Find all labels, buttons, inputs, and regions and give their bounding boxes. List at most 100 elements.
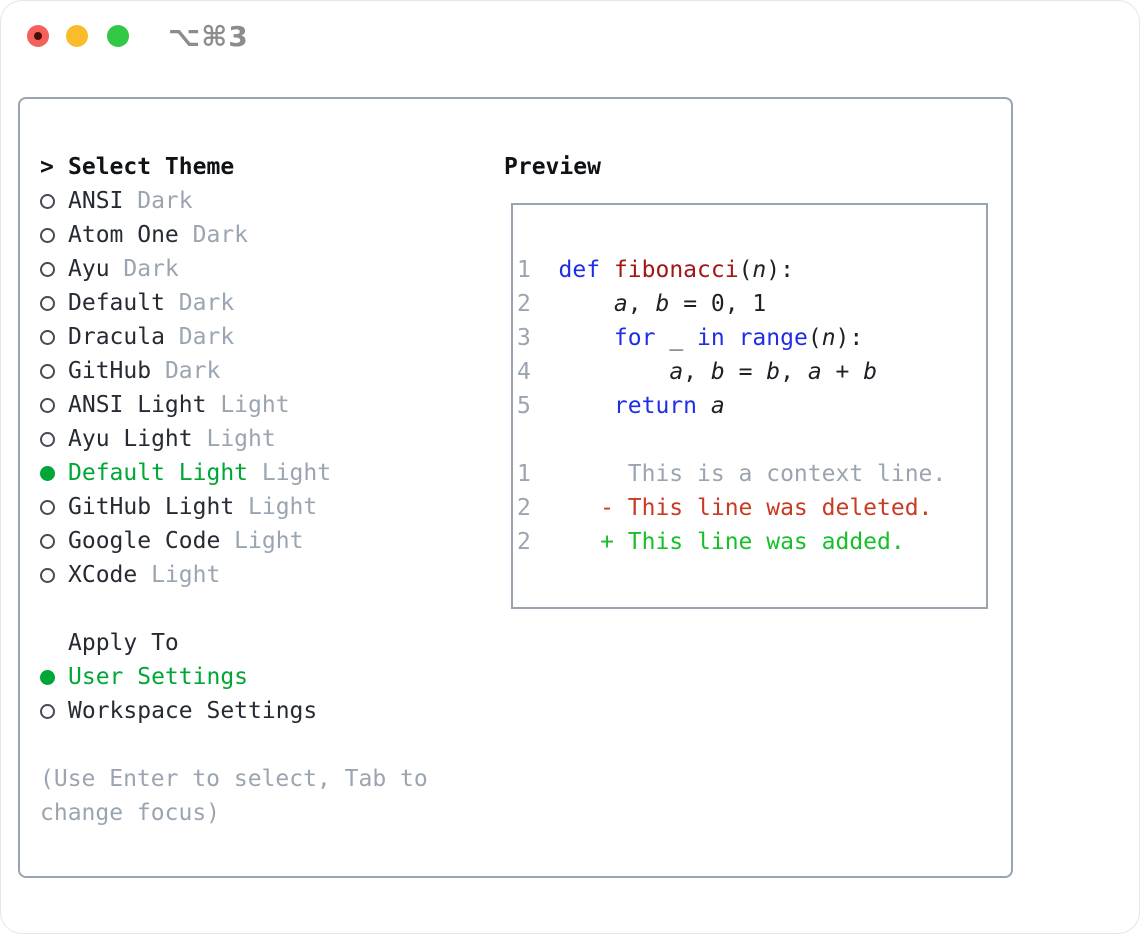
code-segment-var: a bbox=[669, 359, 684, 385]
option-tag: Dark bbox=[178, 222, 249, 248]
radio-icon bbox=[40, 193, 68, 209]
prompt-icon: > bbox=[40, 154, 54, 180]
radio-icon bbox=[40, 397, 68, 413]
theme-option-default[interactable]: Default Dark bbox=[40, 286, 480, 320]
theme-option-ayu-light[interactable]: Ayu Light Light bbox=[40, 422, 480, 456]
theme-option-default-light[interactable]: Default Light Light bbox=[40, 456, 480, 490]
radio-icon bbox=[40, 431, 68, 447]
option-label: User Settings bbox=[68, 664, 249, 690]
theme-option-ayu[interactable]: Ayu Dark bbox=[40, 252, 480, 286]
code-segment-plain: _ bbox=[655, 325, 698, 351]
code-segment-plain: ( bbox=[738, 257, 753, 283]
radio-icon bbox=[40, 703, 68, 719]
code-segment-plain bbox=[559, 291, 614, 317]
code-segment-plain: = bbox=[724, 359, 767, 385]
option-label: ANSI Light bbox=[68, 392, 207, 418]
option-tag: Dark bbox=[123, 188, 193, 214]
option-tag: Light bbox=[206, 392, 290, 418]
close-button-icon[interactable] bbox=[27, 25, 49, 47]
code-segment-plain: , bbox=[627, 291, 656, 317]
code-segment-ctx: This is a context line. bbox=[558, 461, 947, 487]
option-label: Ayu Light bbox=[68, 426, 193, 452]
option-tag: Dark bbox=[109, 256, 179, 282]
radio-icon bbox=[40, 363, 68, 379]
theme-option-github-light[interactable]: GitHub Light Light bbox=[40, 490, 480, 524]
code-line: 2 a, b = 0, 1 bbox=[517, 287, 986, 321]
code-segment-plain bbox=[697, 393, 711, 419]
code-segment-plain: , bbox=[683, 359, 711, 385]
code-segment-kw: for bbox=[613, 325, 656, 351]
code-segment-add: + This line was added. bbox=[558, 529, 905, 555]
line-number: 4 bbox=[517, 359, 531, 385]
line-number: 1 bbox=[517, 461, 531, 487]
code-segment-var: a bbox=[613, 291, 628, 317]
theme-option-github[interactable]: GitHub Dark bbox=[40, 354, 480, 388]
option-tag: Light bbox=[220, 528, 304, 554]
keyboard-hint: (Use Enter to select, Tab to change focu… bbox=[40, 766, 428, 826]
theme-option-ansi-light[interactable]: ANSI Light Light bbox=[40, 388, 480, 422]
code-segment-plain bbox=[559, 359, 670, 385]
apply-to-header: Apply To bbox=[68, 630, 179, 656]
code-line: 2 + This line was added. bbox=[517, 525, 986, 559]
option-label: ANSI bbox=[68, 188, 124, 214]
spacer bbox=[40, 728, 480, 762]
code-segment-var: n bbox=[821, 325, 836, 351]
option-tag: Light bbox=[234, 494, 318, 520]
option-label: Default Light bbox=[68, 460, 249, 486]
theme-option-atom-one[interactable]: Atom One Dark bbox=[40, 218, 480, 252]
option-label: GitHub bbox=[68, 358, 152, 384]
code-segment-kw: in bbox=[697, 325, 725, 351]
code-segment-plain bbox=[559, 325, 614, 351]
option-label: Ayu bbox=[68, 256, 110, 282]
option-tag: Dark bbox=[164, 290, 235, 316]
radio-icon bbox=[40, 227, 68, 243]
option-label: Dracula bbox=[68, 324, 165, 350]
option-label: Atom One bbox=[68, 222, 179, 248]
code-segment-plain: = 0, 1 bbox=[669, 291, 767, 317]
code-segment-plain: ): bbox=[835, 325, 864, 351]
option-label: Workspace Settings bbox=[68, 698, 318, 724]
line-number: 3 bbox=[517, 325, 531, 351]
option-label: Default bbox=[68, 290, 165, 316]
code-segment-var: b bbox=[863, 359, 878, 385]
theme-option-google-code[interactable]: Google Code Light bbox=[40, 524, 480, 558]
radio-icon bbox=[40, 295, 68, 311]
keyboard-shortcut-label: ⌥⌘3 bbox=[168, 20, 249, 53]
code-segment-plain: ( bbox=[807, 325, 822, 351]
apply-option-user-settings[interactable]: User Settings bbox=[40, 660, 480, 694]
code-segment-var: a bbox=[710, 393, 725, 419]
radio-icon bbox=[40, 567, 68, 583]
line-number: 1 bbox=[517, 257, 531, 283]
zoom-button-icon[interactable] bbox=[107, 25, 129, 47]
apply-option-workspace-settings[interactable]: Workspace Settings bbox=[40, 694, 480, 728]
theme-option-dracula[interactable]: Dracula Dark bbox=[40, 320, 480, 354]
code-segment-del: - This line was deleted. bbox=[558, 495, 933, 521]
code-line: 5 return a bbox=[517, 389, 986, 423]
option-label: Google Code bbox=[68, 528, 221, 554]
minimize-button-icon[interactable] bbox=[66, 25, 88, 47]
line-number: 2 bbox=[517, 291, 531, 317]
theme-option-xcode[interactable]: XCode Light bbox=[40, 558, 480, 592]
option-label: XCode bbox=[68, 562, 138, 588]
radio-selected-icon bbox=[40, 669, 68, 685]
radio-icon bbox=[40, 533, 68, 549]
line-number: 2 bbox=[517, 495, 531, 521]
apply-to-header-row: Apply To bbox=[40, 626, 480, 660]
option-tag: Light bbox=[248, 460, 332, 486]
code-segment-var: b bbox=[655, 291, 670, 317]
radio-selected-icon bbox=[40, 465, 68, 481]
code-segment-var: b bbox=[710, 359, 725, 385]
option-tag: Dark bbox=[164, 324, 235, 350]
option-tag: Light bbox=[137, 562, 221, 588]
code-segment-var: b bbox=[766, 359, 781, 385]
theme-option-ansi[interactable]: ANSI Dark bbox=[40, 184, 480, 218]
preview-header: Preview bbox=[504, 154, 601, 180]
code-line: 4 a, b = b, a + b bbox=[517, 355, 986, 389]
